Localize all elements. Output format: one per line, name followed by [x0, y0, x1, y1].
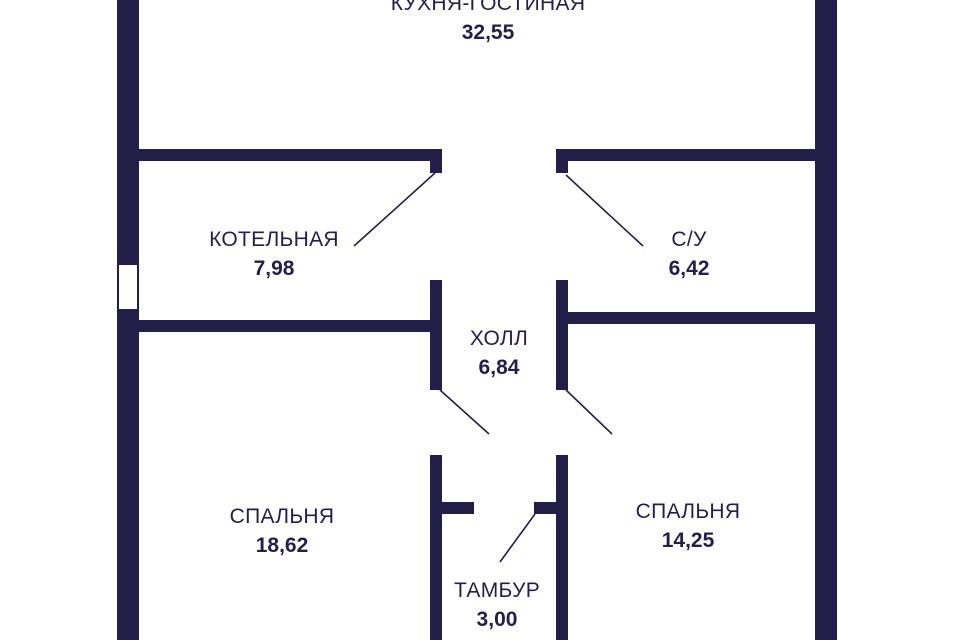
vestibule-jamb-right: [534, 502, 556, 514]
door-bedroom-left: [439, 389, 490, 435]
window: [117, 263, 139, 311]
vestibule-wall-right: [556, 455, 568, 640]
vestibule-wall-left: [430, 455, 442, 640]
room-area: 6,42: [668, 257, 710, 280]
room-bedroom-right: СПАЛЬНЯ 14,25: [636, 501, 741, 551]
room-area: 32,55: [461, 21, 515, 44]
room-boiler: КОТЕЛЬНАЯ 7,98: [209, 229, 339, 279]
room-bathroom: С/У 6,42: [669, 229, 710, 279]
room-name: С/У: [671, 228, 707, 251]
room-hall: ХОЛЛ 6,84: [470, 328, 528, 378]
vestibule-jamb-left: [442, 502, 474, 514]
partition-boiler-bottom: [139, 320, 442, 332]
partition-bath-bottom: [556, 312, 815, 324]
room-area: 6,84: [478, 356, 520, 379]
exterior-wall-right: [815, 0, 837, 640]
room-name: ТАМБУР: [453, 579, 541, 602]
door-bedroom-right: [565, 389, 613, 435]
partition-kitchen-left-stub: [430, 149, 442, 173]
room-name: ХОЛЛ: [469, 327, 529, 350]
door-boiler-room: [353, 172, 436, 247]
partition-kitchen-left: [139, 149, 442, 161]
room-name: КУХНЯ-ГОСТИНАЯ: [390, 0, 586, 15]
door-vestibule: [499, 513, 536, 563]
room-area: 14,25: [661, 529, 715, 552]
room-living-kitchen: КУХНЯ-ГОСТИНАЯ 32,55: [391, 0, 586, 43]
room-name: СПАЛЬНЯ: [229, 505, 335, 528]
partition-kitchen-right: [556, 149, 815, 161]
room-name: КОТЕЛЬНАЯ: [209, 228, 339, 251]
hall-wall-left: [430, 280, 442, 390]
room-area: 18,62: [255, 534, 309, 557]
room-name: СПАЛЬНЯ: [635, 500, 741, 523]
door-bathroom: [565, 174, 644, 247]
exterior-wall-left-lower: [117, 310, 139, 640]
room-area: 7,98: [253, 257, 295, 280]
hall-wall-right: [556, 280, 568, 390]
room-area: 3,00: [476, 608, 518, 631]
exterior-wall-left-upper: [117, 0, 139, 264]
partition-kitchen-right-stub: [556, 149, 568, 173]
room-vestibule: ТАМБУР 3,00: [454, 580, 540, 630]
room-bedroom-left: СПАЛЬНЯ 18,62: [230, 506, 335, 556]
